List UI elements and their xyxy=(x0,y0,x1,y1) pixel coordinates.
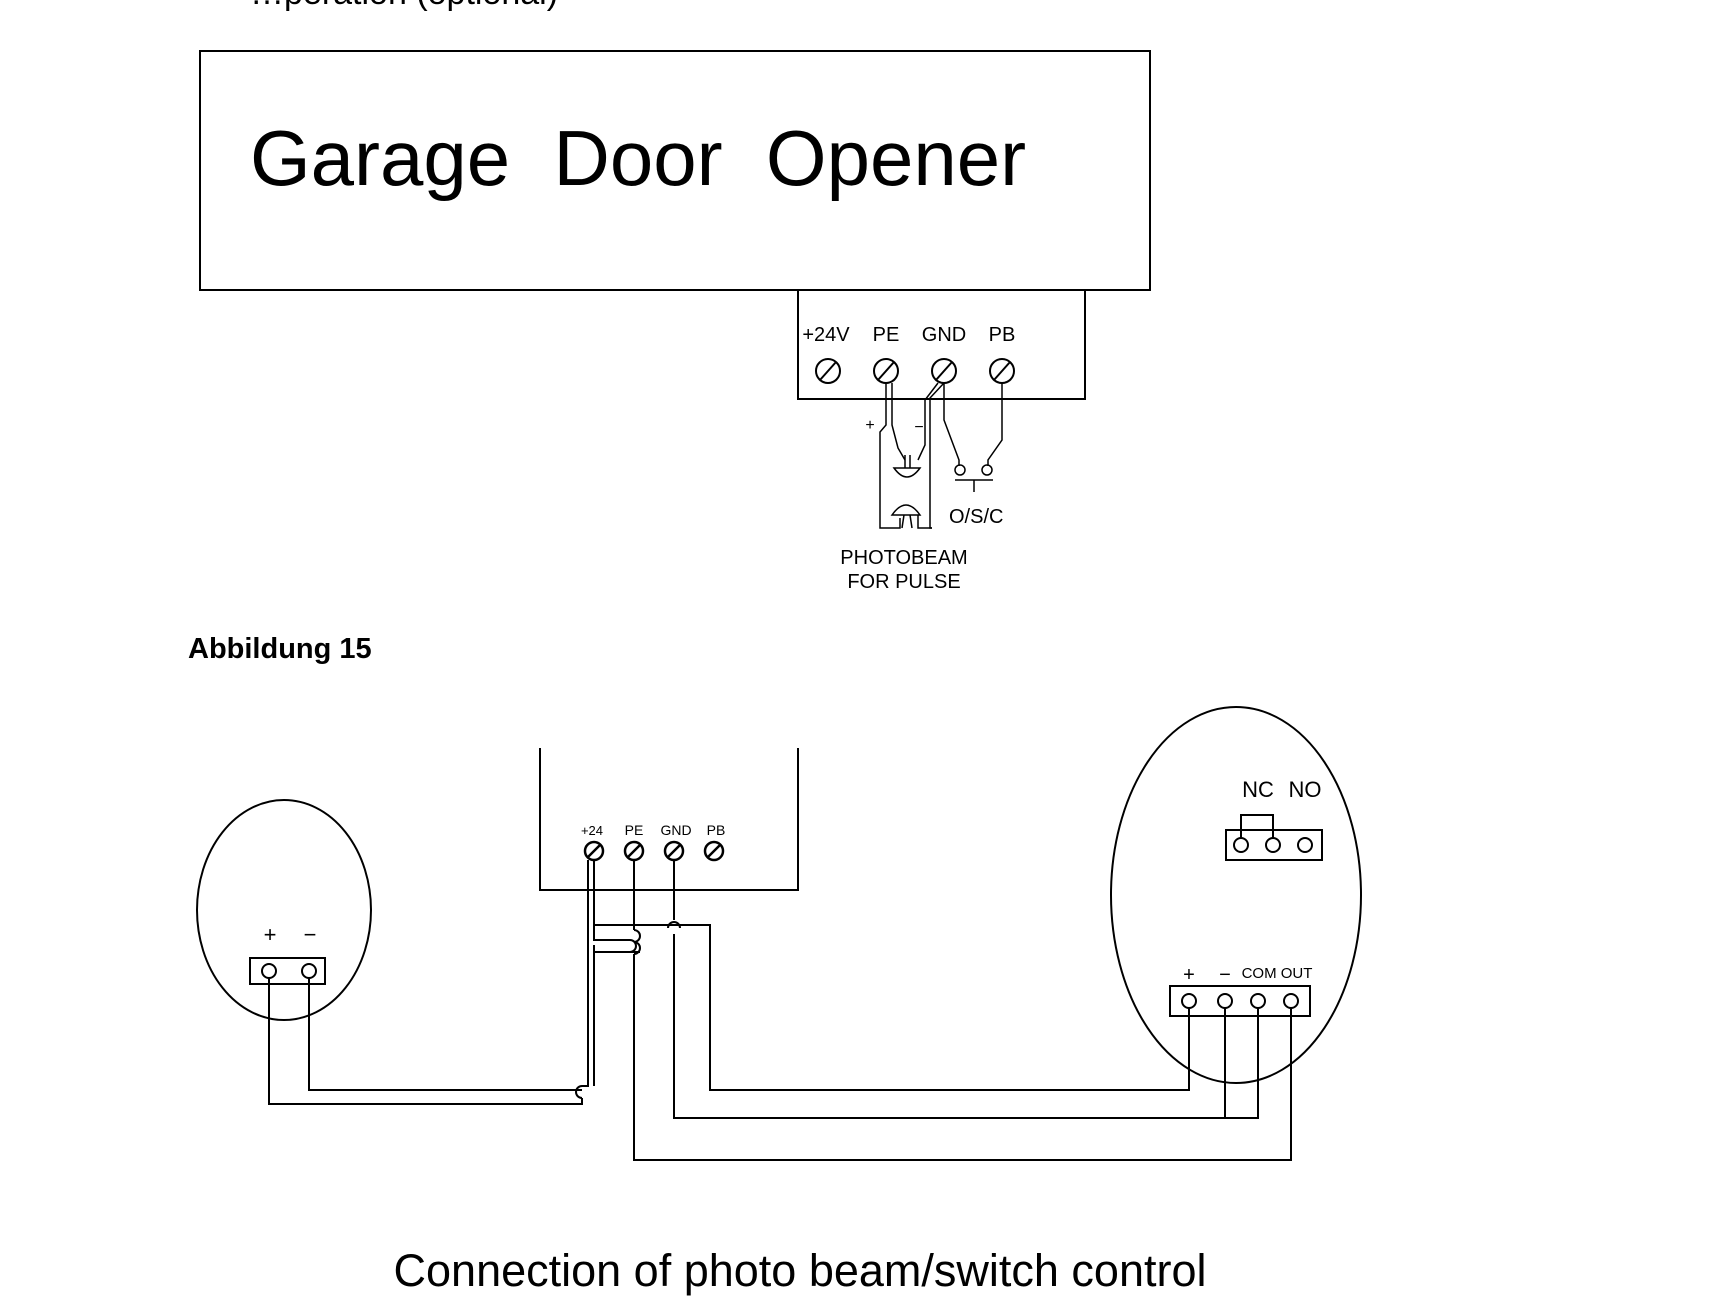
garage-door-opener-box xyxy=(199,50,1151,291)
receiver-terminal-com xyxy=(1250,993,1266,1009)
receiver-nc-label: NC xyxy=(1242,777,1274,802)
receiver-terminal-plus xyxy=(1181,993,1197,1009)
receiver-terminal-out xyxy=(1283,993,1299,1009)
screw-terminal-pb xyxy=(989,358,1015,384)
screw-terminal-pb xyxy=(703,840,725,862)
photobeam-minus-label: − xyxy=(914,419,923,436)
photobeam-sensor-icon xyxy=(890,455,932,529)
receiver-terminal-strip xyxy=(1169,985,1311,1017)
terminal-label-24v: +24V xyxy=(802,324,850,346)
receiver-com-out-label: COM OUT xyxy=(1242,965,1313,982)
photobeam-label-line2: FOR PULSE xyxy=(847,571,960,593)
osc-switch-icon xyxy=(954,464,993,492)
terminal-label-24: +24 xyxy=(581,823,603,838)
screw-terminal-gnd xyxy=(663,840,685,862)
photobeam-receiver xyxy=(1110,706,1362,1084)
receiver-relay-com xyxy=(1265,837,1281,853)
receiver-relay-nc xyxy=(1233,837,1249,853)
screw-terminal-24 xyxy=(583,840,605,862)
osc-switch-wires xyxy=(943,383,1003,466)
photobeam-plus-label: + xyxy=(865,417,874,434)
figure-2 xyxy=(196,706,1362,1161)
opener-terminal-box xyxy=(539,748,799,891)
receiver-minus-label: − xyxy=(1219,964,1231,986)
switch-label: O/S/C xyxy=(949,506,1003,528)
diagram-caption: Connection of photo beam/switch control xyxy=(394,1245,1207,1296)
receiver-plus-label: + xyxy=(1183,964,1195,986)
terminal-label-pe: PE xyxy=(873,324,900,346)
figure-label: Abbildung 15 xyxy=(188,633,372,665)
receiver-relay-jumper xyxy=(1240,814,1274,838)
figure-1 xyxy=(199,50,1151,529)
receiver-no-label: NO xyxy=(1289,777,1322,802)
transmitter-terminal-strip xyxy=(249,957,326,985)
receiver-terminal-minus xyxy=(1217,993,1233,1009)
screw-terminal-24v xyxy=(815,358,841,384)
transmitter-terminal-plus xyxy=(261,963,277,979)
terminal-label-pe-2: PE xyxy=(625,822,644,838)
screw-terminal-pe xyxy=(623,840,645,862)
top-heading-fragment: …peration (optional) xyxy=(250,0,558,12)
screw-terminal-gnd xyxy=(931,358,957,384)
terminal-label-gnd: GND xyxy=(922,324,966,346)
terminal-label-pb-2: PB xyxy=(707,822,726,838)
receiver-relay-no xyxy=(1297,837,1313,853)
terminal-label-pb: PB xyxy=(989,324,1016,346)
transmitter-plus-label: + xyxy=(264,922,277,947)
opener-title: Garage Door Opener xyxy=(250,114,1026,202)
terminal-block-box xyxy=(797,289,1086,400)
photobeam-transmitter xyxy=(196,799,372,1021)
screw-terminal-pe xyxy=(873,358,899,384)
figure-2-wires xyxy=(268,860,1292,1161)
transmitter-minus-label: − xyxy=(304,922,317,947)
terminal-label-gnd-2: GND xyxy=(660,822,691,838)
transmitter-terminal-minus xyxy=(301,963,317,979)
photobeam-label-line1: PHOTOBEAM xyxy=(840,547,967,569)
